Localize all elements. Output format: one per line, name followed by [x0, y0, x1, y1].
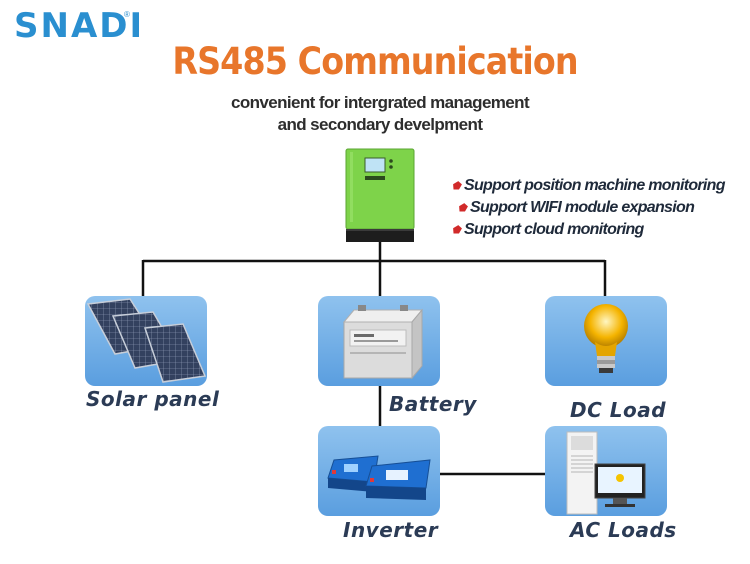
inverter-tile — [318, 426, 440, 516]
solar-panel-icon — [86, 298, 207, 383]
inverter-icon — [327, 455, 431, 500]
bullet-icon: ⬟ — [458, 203, 467, 214]
feature-item: ⬟Support position machine monitoring — [452, 175, 726, 197]
light-bulb-icon — [584, 304, 628, 373]
registered-mark: ® — [124, 10, 130, 19]
subtitle-line-2: and secondary develpment — [277, 115, 483, 134]
ac-loads-label: AC Loads — [570, 518, 677, 542]
dc-load-label: DC Load — [570, 398, 667, 422]
battery-label: Battery — [389, 392, 477, 416]
feature-item: ⬟Support cloud monitoring — [452, 219, 725, 241]
ac-loads-tile — [545, 426, 667, 516]
inverter-label: Inverter — [343, 518, 439, 542]
feature-list: ⬟Support position machine monitoring ⬟Su… — [452, 175, 726, 241]
dc-load-tile — [545, 296, 667, 386]
subtitle-line-1: convenient for intergrated management — [230, 93, 530, 112]
page-title: RS485 Communication — [172, 40, 578, 83]
bullet-icon: ⬟ — [452, 181, 461, 192]
feature-item: ⬟Support WIFI module expansion — [452, 197, 725, 219]
controller-device-icon — [345, 148, 415, 242]
battery-tile — [318, 296, 440, 386]
solar-panel-label: Solar panel — [86, 387, 220, 411]
battery-icon — [342, 305, 424, 380]
brand-logo: SNADI — [14, 6, 145, 46]
air-conditioner-computer-icon — [566, 431, 646, 515]
solar-panel-tile — [85, 296, 207, 386]
bullet-icon: ⬟ — [452, 225, 461, 236]
